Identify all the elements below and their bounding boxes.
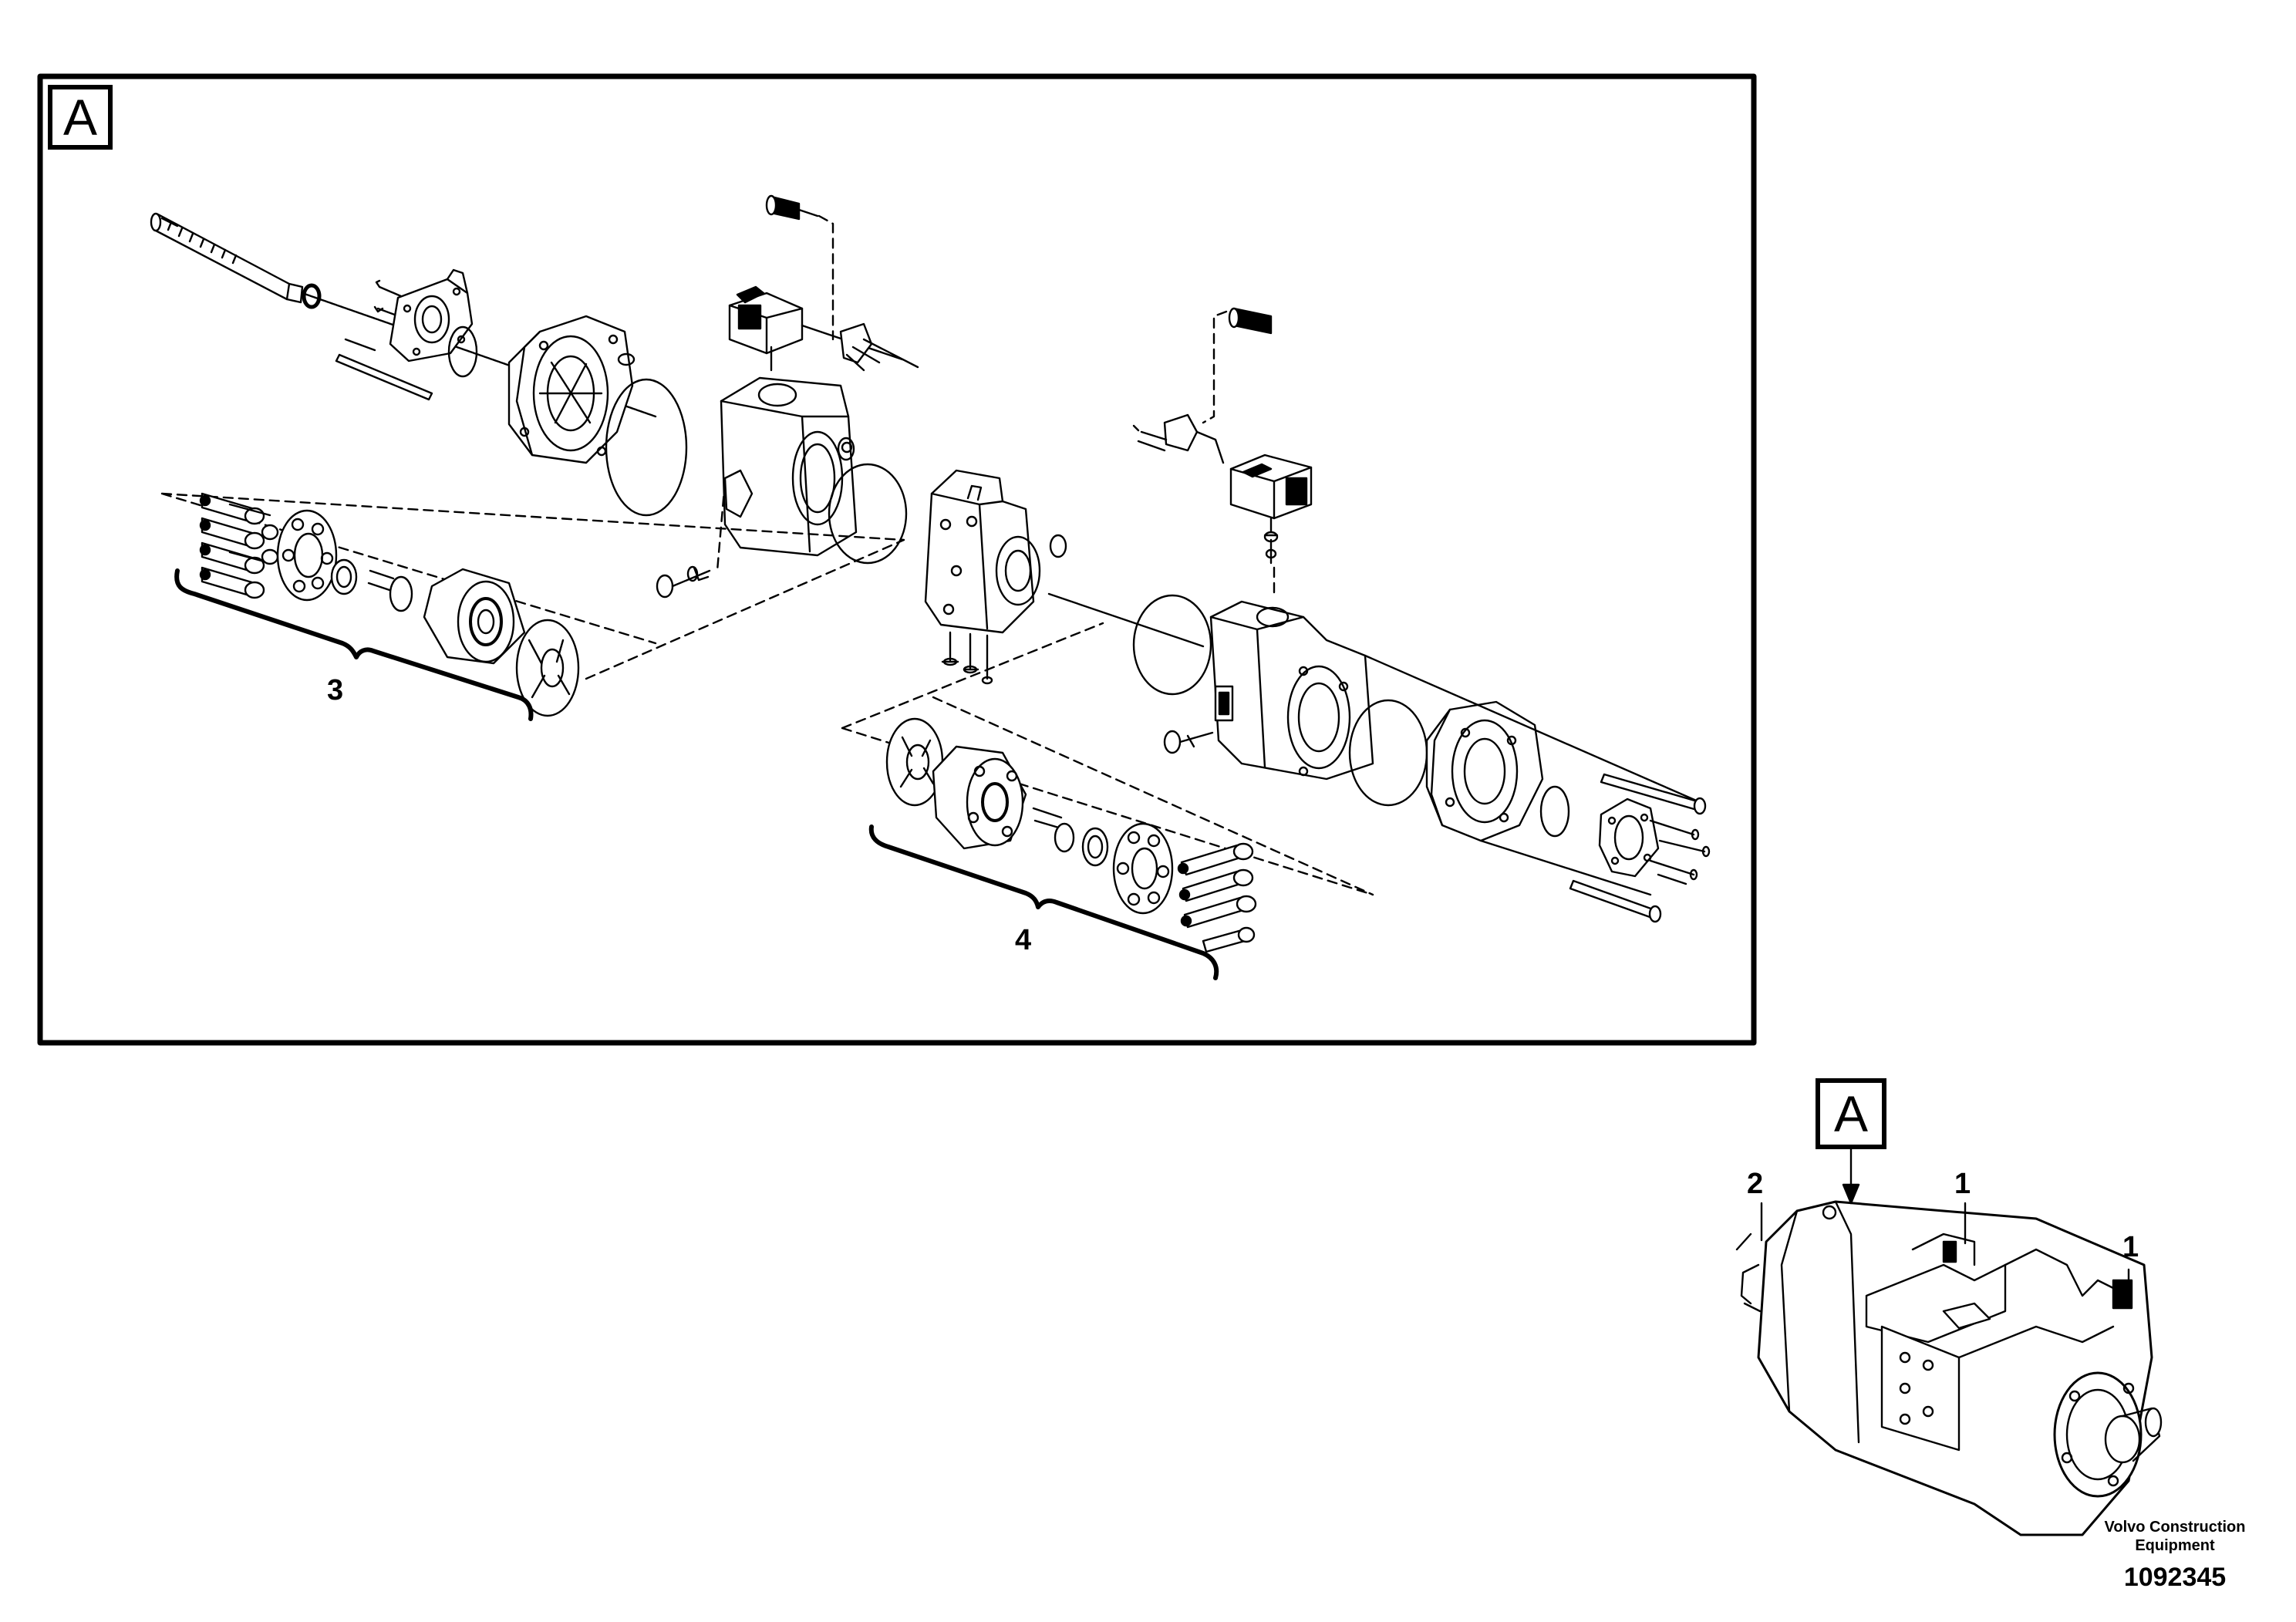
group-4-bracket [868,824,1219,980]
pump-overview [1735,1200,2163,1536]
rear-retainer-plate [1598,798,1660,878]
rear-valve-fitting [1263,517,1279,565]
publisher-line-2: Equipment [2135,1537,2215,1554]
publisher-line-1: Volvo Construction [2104,1519,2246,1536]
front-solenoid-valve [728,285,804,355]
center-block-o-ring [1049,534,1067,558]
callout-group-3: 3 [327,674,344,706]
group-3-bracket [174,568,534,721]
overview-view-tag-label: A [1833,1085,1869,1142]
rear-cover [1425,700,1544,842]
group-4-cylinder-block [932,745,1027,850]
group-3-ball-guide [330,558,413,612]
group-4-shoe-plate [1112,822,1174,915]
group-3-shoe-plate [276,509,338,602]
callout-item-2: 2 [1747,1168,1764,1200]
front-drain-plug [656,565,711,599]
group-4-pistons [1177,842,1257,953]
flange-o-ring [447,325,478,378]
front-housing-cover [507,315,634,464]
group-4-ball-guide [1032,807,1109,867]
front-pump-housing [720,376,858,557]
front-flange [389,268,474,363]
detail-view-tag: A [48,85,113,150]
flange-bolts-left [335,279,433,401]
rear-pressure-sensor [1228,307,1273,335]
rear-solenoid-valve [1229,454,1313,520]
cover-small-o-ring [617,352,636,366]
group-3-cylinder-block [423,568,526,665]
rear-housing-front-o-ring [1132,594,1212,696]
rear-cover-o-ring [1539,785,1570,838]
rear-pressure-bracket [1132,413,1225,464]
callout-group-4: 4 [1015,924,1032,956]
front-pressure-bracket [839,322,919,372]
housing-rear-o-ring [828,463,908,565]
figure-number: 1092345 [2123,1563,2227,1592]
long-through-bolts [1569,773,1707,923]
overview-view-tag: A [1816,1078,1886,1149]
group-3-pistons [199,492,279,599]
publisher-label: Volvo Construction Equipment [2082,1518,2267,1555]
rear-pump-housing [1209,600,1374,781]
housing-plug-o-ring [837,437,855,461]
callout-item-1-right: 1 [2122,1231,2139,1263]
center-port-block [924,469,1041,634]
detail-view-tag-label: A [62,89,98,146]
shaft-seal [302,283,322,309]
arrow-view-a [1842,1183,1860,1205]
detail-frame [37,73,1757,1046]
rear-drain-plug [1163,730,1214,754]
cover-large-o-ring [605,378,688,517]
center-block-bolts [941,631,993,685]
callout-item-1-top: 1 [1954,1168,1971,1200]
drive-shaft [150,212,304,304]
front-pressure-sensor [765,194,819,221]
rear-flange-bolts [1649,819,1711,885]
group-3-valve-plate [515,619,580,717]
